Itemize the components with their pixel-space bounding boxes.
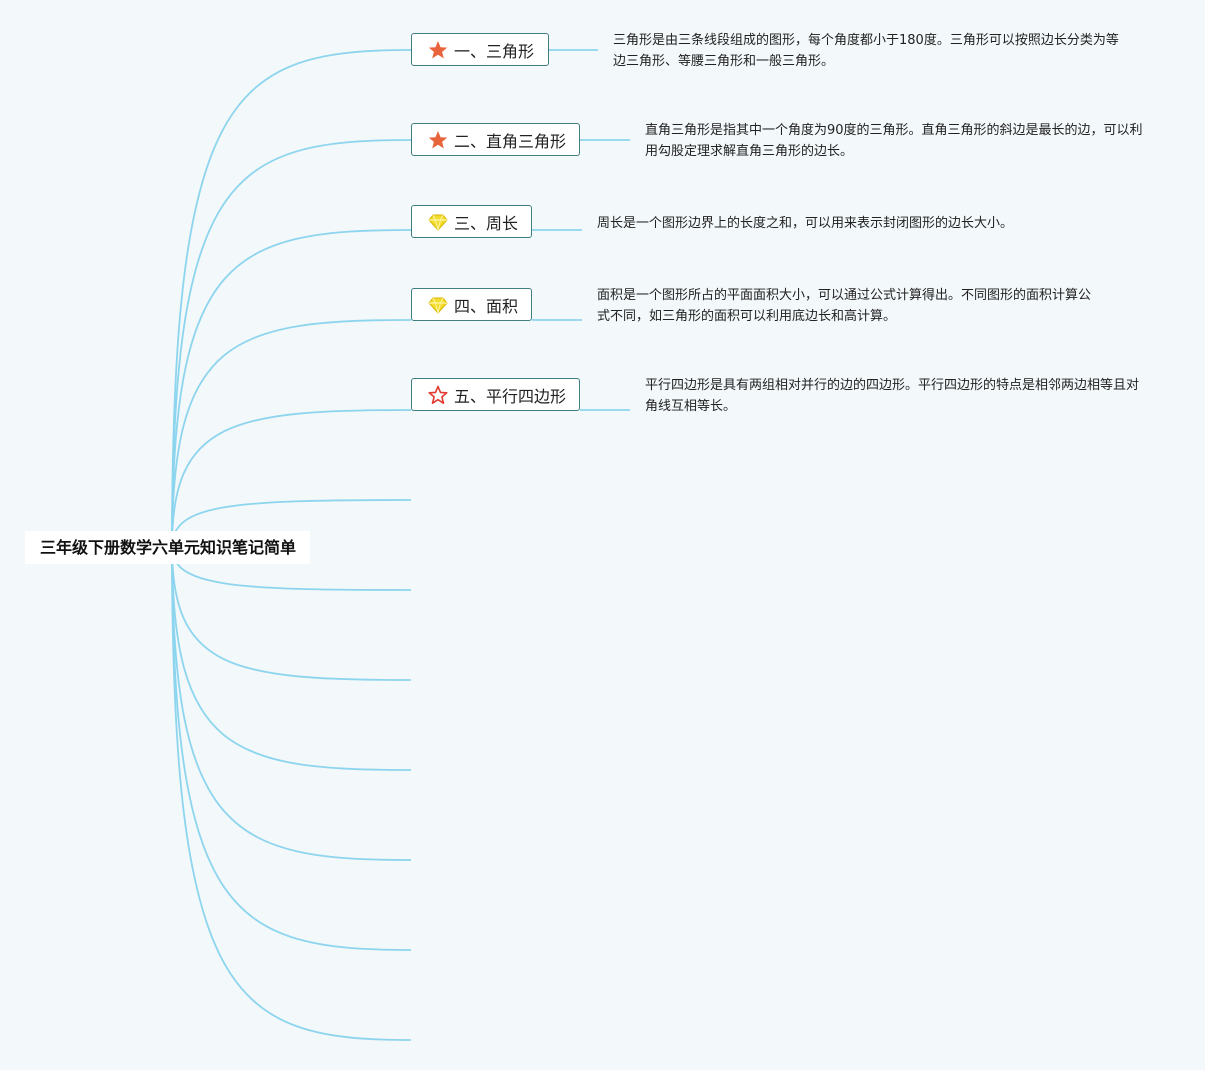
empty-branch-line bbox=[171, 546, 412, 681]
empty-branch-line bbox=[171, 546, 412, 771]
central-topic[interactable]: 三年级下册数学六单元知识笔记简单 bbox=[25, 531, 311, 564]
topic-right-triangle[interactable]: 二、直角三角形 bbox=[411, 123, 580, 156]
branch-line bbox=[171, 319, 412, 548]
topic-parallelogram[interactable]: 五、平行四边形 bbox=[411, 378, 580, 411]
topic-label: 二、直角三角形 bbox=[454, 131, 567, 151]
star-outline-red-icon bbox=[428, 385, 448, 405]
branch-line bbox=[171, 229, 412, 548]
topic-label: 五、平行四边形 bbox=[454, 386, 567, 406]
topic-label: 四、面积 bbox=[454, 296, 519, 316]
note-right-triangle: 直角三角形是指其中一个角度为90度的三角形。直角三角形的斜边是最长的边，可以利用… bbox=[645, 123, 1143, 159]
topic-perimeter[interactable]: 三、周长 bbox=[411, 205, 532, 238]
topic-area[interactable]: 四、面积 bbox=[411, 288, 532, 321]
note-area: 面积是一个图形所占的平面面积大小，可以通过公式计算得出。不同图形的面积计算公式不… bbox=[597, 288, 1092, 324]
topic-label: 三、周长 bbox=[454, 213, 519, 233]
note-parallelogram: 平行四边形是具有两组相对并行的边的四边形。平行四边形的特点是相邻两边相等且对角线… bbox=[645, 378, 1140, 414]
star-filled-orange-icon bbox=[428, 130, 448, 150]
note-perimeter: 周长是一个图形边界上的长度之和，可以用来表示封闭图形的边长大小。 bbox=[597, 216, 1014, 231]
topic-triangle[interactable]: 一、三角形 bbox=[411, 33, 549, 66]
branch-line bbox=[171, 49, 412, 548]
star-filled-orange-icon bbox=[428, 40, 448, 60]
branch-line bbox=[171, 409, 412, 548]
note-triangle: 三角形是由三条线段组成的图形，每个角度都小于180度。三角形可以按照边长分类为等… bbox=[613, 33, 1119, 69]
diamond-yellow-icon bbox=[428, 212, 448, 232]
branch-line bbox=[171, 139, 412, 548]
empty-branch-line bbox=[171, 546, 412, 1041]
empty-branch-line bbox=[171, 546, 412, 951]
diamond-yellow-icon bbox=[428, 295, 448, 315]
central-topic-label: 三年级下册数学六单元知识笔记简单 bbox=[40, 538, 297, 557]
empty-branch-line bbox=[171, 546, 412, 861]
topic-label: 一、三角形 bbox=[454, 41, 535, 61]
